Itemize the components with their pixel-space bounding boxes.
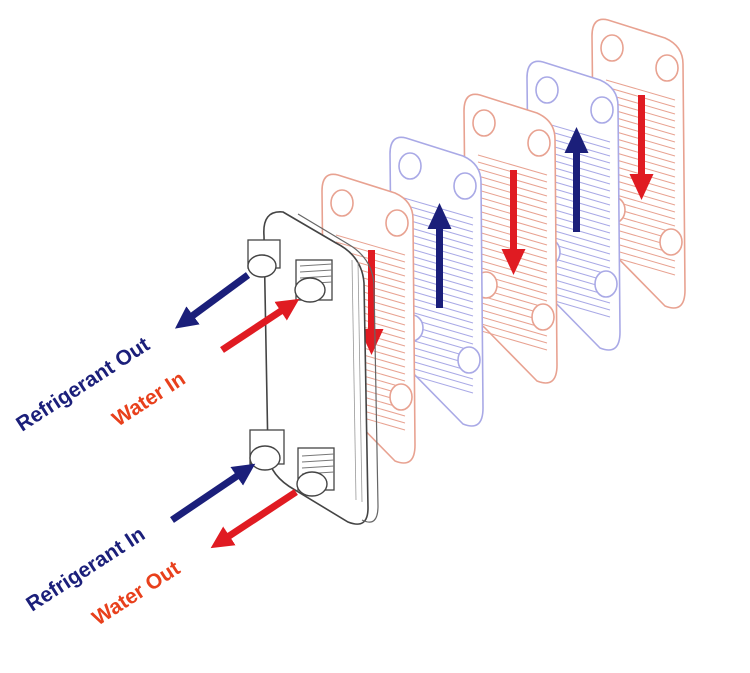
refrigerant-out-port — [247, 239, 281, 278]
port-hole — [594, 270, 618, 298]
front-frame-plate — [263, 211, 379, 525]
port-hole — [389, 383, 413, 411]
refrigerant-in-arrow — [170, 463, 256, 523]
refrigerant-flow-arrow — [564, 127, 589, 232]
port-hole — [531, 303, 555, 331]
port-hole — [457, 346, 481, 374]
water-in-port — [294, 259, 333, 303]
port-hole — [385, 209, 409, 237]
water-out-arrow — [210, 489, 298, 549]
port-hole — [590, 96, 614, 124]
port-hole — [655, 54, 679, 82]
water-in-arrow — [220, 298, 300, 353]
port-hole — [659, 228, 683, 256]
port-hole — [600, 34, 624, 62]
water-plate — [463, 93, 558, 384]
refrigerant-flow-arrow — [427, 203, 452, 308]
frame-edge-lines — [351, 259, 363, 503]
port-hole — [453, 172, 477, 200]
water-flow-arrow — [501, 170, 526, 275]
port-hole — [472, 109, 496, 137]
water-flow-arrow — [629, 95, 654, 200]
water-in-label: Water In — [108, 367, 189, 431]
port-hole — [398, 152, 422, 180]
port-hole — [527, 129, 551, 157]
water-out-port — [296, 447, 335, 497]
plate-stack — [321, 18, 686, 464]
port-hole — [535, 76, 559, 104]
refrigerant-out-arrow — [174, 272, 251, 329]
port-hole — [330, 189, 354, 217]
refrigerant-in-port — [249, 429, 285, 471]
